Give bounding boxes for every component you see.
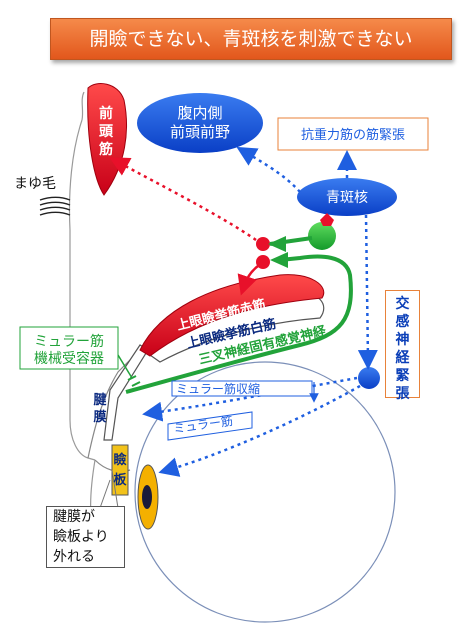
note-line-2: 瞼板より <box>53 529 109 545</box>
sympathetic-char-6: 張 <box>395 386 410 402</box>
receptor-line-2: 機械受容器 <box>34 350 104 367</box>
red-node-upper <box>256 237 270 251</box>
red-node-lower <box>256 255 270 269</box>
note-leader <box>99 469 119 509</box>
aponeurosis-label: 腱 膜 <box>93 392 107 425</box>
nerve-arrow-upper <box>268 236 286 252</box>
node-to-levator-arrow <box>237 265 259 296</box>
sympathetic-char-5: 緊 <box>395 368 410 384</box>
eyebrow-hair <box>39 196 71 216</box>
locus-coeruleus-label: 青斑核 <box>326 190 368 206</box>
green-ganglion <box>308 222 336 250</box>
tarsus-char-1: 瞼 <box>113 452 127 468</box>
frontalis-char-3: 筋 <box>99 141 113 158</box>
lc-to-vmpfc-arrow <box>236 146 301 193</box>
note-line-1: 腱膜が <box>53 509 95 525</box>
trigeminal-nerve-path <box>125 254 353 394</box>
frontalis-label: 前 頭 筋 <box>99 105 114 158</box>
tarsus-char-2: 板 <box>113 472 127 488</box>
vmpfc-line-1: 腹内側 <box>177 104 222 122</box>
tarsus-label: 瞼 板 <box>113 452 127 488</box>
levator-red-muscle <box>139 274 325 357</box>
aponeurosis-char-1: 腱 <box>93 392 107 408</box>
eyeball <box>134 361 396 623</box>
frontalis-char-1: 前 <box>99 105 113 122</box>
muller-muscle-box <box>167 411 253 441</box>
eyebrow-label: まゆ毛 <box>14 176 56 192</box>
title-text: 開瞼できない、青斑核を刺激できない <box>89 28 413 50</box>
forehead-outline <box>81 91 85 121</box>
sympathetic-to-muller-arrow <box>142 376 358 422</box>
sympathetic-char-2: 感 <box>395 314 410 330</box>
aponeurosis-char-2: 膜 <box>93 409 106 425</box>
pupil <box>142 485 152 509</box>
aponeurosis-shape <box>103 344 149 441</box>
eyelid-skin <box>87 359 131 459</box>
red-dotted-arrow <box>109 157 257 242</box>
muller-receptor-box <box>19 326 119 370</box>
sympathetic-char-4: 経 <box>395 350 410 366</box>
lc-to-sympathetic-arrow <box>357 214 378 370</box>
locus-coeruleus-node <box>297 178 397 216</box>
note-line-3: 外れる <box>53 549 95 565</box>
muller-contraction-label: ミュラー筋収縮 <box>176 381 260 396</box>
sympathetic-node <box>358 367 380 389</box>
antigravity-label: 抗重力筋の筋緊張 <box>301 127 405 143</box>
vmpfc-line-2: 前頭前野 <box>170 123 230 141</box>
nerve-arrow-lower <box>270 252 288 268</box>
sympathetic-char-1: 交 <box>395 296 410 312</box>
frontalis-char-2: 頭 <box>99 124 114 140</box>
note-box: 腱膜が 瞼板より 外れる <box>46 506 125 568</box>
sympathetic-char-3: 神 <box>395 332 410 348</box>
title-banner: 開瞼できない、青斑核を刺激できない <box>50 18 452 60</box>
receptor-line-1: ミュラー筋 <box>34 333 104 350</box>
receptor-leader <box>117 354 133 379</box>
sympathetic-box: 交 感 神 経 緊 張 <box>385 290 420 402</box>
vmpfc-node <box>137 93 263 153</box>
red-pentagon <box>320 213 334 226</box>
face-outline <box>68 119 96 461</box>
